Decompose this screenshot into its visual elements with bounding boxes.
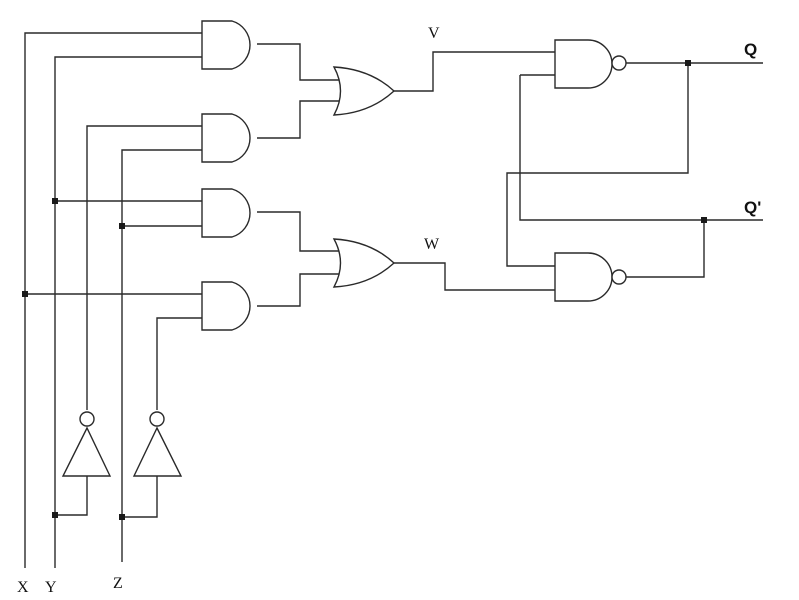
or-gates [332, 66, 396, 288]
wire-y [54, 56, 202, 568]
nand-bubble-top [611, 55, 627, 71]
wire-w [394, 262, 555, 291]
and-gate-1 [201, 20, 251, 70]
wire-and3-out [257, 211, 339, 252]
wire-z-to-inverter [122, 476, 158, 518]
junction-x-and4 [22, 291, 28, 297]
junction-dots [22, 60, 707, 520]
label-q: Q [744, 40, 757, 59]
signal-labels: X Y Z V W Q Q' [17, 25, 761, 596]
and-to-or-wires [257, 43, 339, 307]
and-gate-4 [201, 281, 251, 331]
wire-qbar-out [626, 220, 705, 278]
junction-qbar [701, 217, 707, 223]
latch-wires [506, 62, 763, 278]
or-gate-w [332, 238, 396, 288]
wire-q-feedback [506, 63, 689, 267]
wire-x [24, 32, 202, 568]
not-gates [61, 411, 183, 477]
label-x: X [17, 579, 29, 596]
label-w: W [424, 236, 440, 253]
junction-y-and3 [52, 198, 58, 204]
nand-gate-top [554, 39, 613, 89]
wire-and4-out [257, 273, 339, 307]
and-gate-2 [201, 113, 251, 163]
label-v: V [428, 25, 440, 42]
nand-gate-bottom [554, 252, 613, 302]
label-q-bar: Q' [744, 198, 761, 217]
label-z: Z [113, 575, 123, 592]
wire-and1-out [257, 43, 339, 81]
not-gate-y [61, 426, 112, 477]
input-wires [24, 32, 202, 568]
junction-z-and3 [119, 223, 125, 229]
not-bubble-y [79, 411, 95, 427]
not-gate-z [132, 426, 183, 477]
or-gate-v [332, 66, 396, 116]
not-bubble-z [149, 411, 165, 427]
junction-z-inverter [119, 514, 125, 520]
wire-z [121, 149, 202, 562]
nand-gates [554, 39, 627, 302]
and-gate-3 [201, 188, 251, 238]
wire-y-to-inverter [55, 476, 88, 516]
and-gates [201, 20, 251, 331]
wire-qbar-line [519, 74, 763, 221]
wire-v [394, 51, 555, 92]
junction-q [685, 60, 691, 66]
junction-y-inverter [52, 512, 58, 518]
nand-bubble-bottom [611, 269, 627, 285]
label-y: Y [45, 579, 57, 596]
wire-not-z-out [156, 317, 202, 410]
wire-and2-out [257, 100, 339, 139]
wire-not-y-out [86, 125, 202, 410]
